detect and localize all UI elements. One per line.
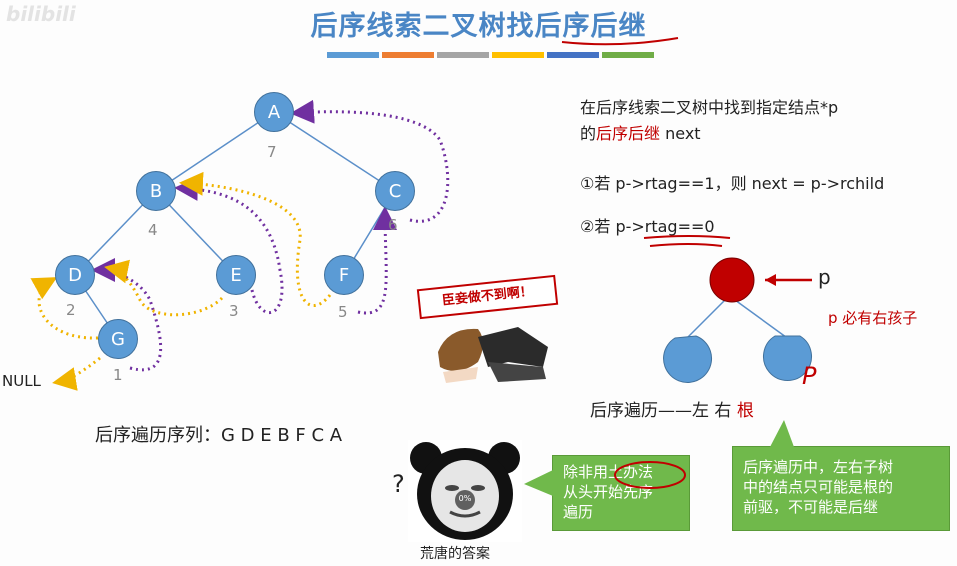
left-bubble-circle: [614, 461, 686, 489]
tree-node-g: G: [98, 319, 138, 359]
yellow-thread-arrows: [30, 171, 332, 391]
title-color-bar: [382, 52, 434, 58]
intro-prefix: 的: [580, 124, 597, 143]
panda-meme: 0%: [408, 440, 522, 542]
left-bubble-pointer: [524, 470, 553, 496]
traversal-line: 后序遍历——左 右 根: [590, 396, 754, 421]
sequence-label: 后序遍历序列：: [95, 425, 221, 446]
kneeling-meme: 臣妾做不到啊！: [416, 272, 559, 390]
null-label: NULL: [2, 372, 41, 390]
tree-node-d: D: [55, 255, 95, 295]
order-label-f: 5: [338, 303, 348, 321]
order-label-a: 7: [267, 143, 277, 161]
panda-face-icon: [410, 442, 520, 540]
order-label-e: 3: [229, 302, 239, 320]
kneeling-girl-figure: [438, 327, 548, 383]
intro-suffix: next: [660, 124, 701, 143]
case-2: ②若 p->rtag==0: [580, 213, 715, 237]
tree-node-b: B: [136, 171, 176, 211]
tree-node-c: C: [375, 171, 415, 211]
panda-caption: 荒唐的答案: [420, 546, 490, 562]
title-color-bar: [492, 52, 544, 58]
p-pointer-label: p: [818, 265, 831, 289]
order-label-g: 1: [113, 366, 123, 384]
case-1: ①若 p->rtag==1，则 next = p->rchild: [580, 174, 885, 193]
right-bubble-pointer: [770, 420, 794, 447]
intro-red-term: 后序后继: [596, 124, 661, 143]
title-color-bar: [602, 52, 654, 58]
left-bubble-line-2: 从头开始先序: [563, 483, 654, 501]
title-underline: [561, 37, 679, 46]
case-2-prefix: ②若: [580, 217, 616, 236]
sequence-row: 后序遍历序列：G D E B F C A: [95, 421, 342, 447]
intro-line-2: 的后序后继 next: [580, 120, 701, 144]
slide-title: 后序线索二叉树找后序后继: [310, 11, 647, 42]
traversal-prefix: 后序遍历——左 右: [590, 401, 737, 421]
traversal-root: 根: [736, 401, 754, 421]
p-note: p 必有右孩子: [828, 309, 918, 327]
order-label-d: 2: [66, 301, 76, 319]
question-mark: ?: [392, 470, 405, 498]
tree-node-e: E: [216, 255, 256, 295]
title-color-bar: [437, 52, 489, 58]
left-bubble-line-1: 除非用土办法: [563, 463, 654, 481]
p-handwritten: P: [802, 362, 817, 390]
case-2-code: p->rtag==0: [615, 217, 715, 236]
intro-line-1: 在后序线索二叉树中找到指定结点*p: [580, 98, 839, 117]
left-bubble-line-3: 遍历: [563, 503, 594, 521]
right-tree-figure: [663, 257, 812, 383]
case-2-underline: [643, 235, 731, 247]
sequence-value: G D E B F C A: [221, 425, 343, 446]
purple-thread-arrows: [91, 99, 450, 372]
title-color-bar: [547, 52, 599, 58]
right-bubble-line-1: 后序遍历中，左右子树: [743, 458, 894, 476]
panda-badge: 0%: [458, 494, 472, 503]
order-label-b: 4: [148, 221, 158, 239]
title-color-bar: [327, 52, 379, 58]
tree-node-f: F: [324, 255, 364, 295]
tree-node-a: A: [254, 92, 294, 132]
order-label-c: 6: [388, 216, 398, 234]
right-callout-bubble: 后序遍历中，左右子树 中的结点只可能是根的 前驱，不可能是后继: [732, 446, 950, 531]
right-bubble-line-2: 中的结点只可能是根的: [743, 478, 894, 496]
right-bubble-line-3: 前驱，不可能是后继: [743, 498, 879, 516]
watermark: bilibili: [6, 2, 76, 26]
